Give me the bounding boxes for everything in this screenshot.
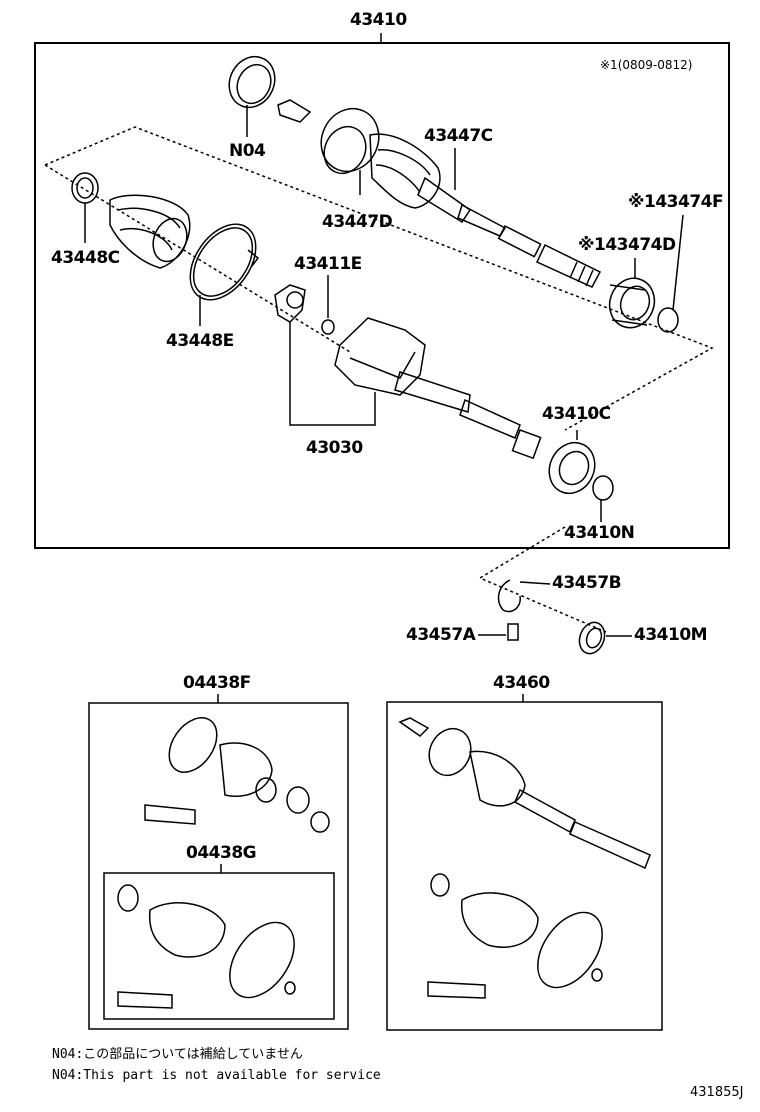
43410N-ring-part — [592, 475, 614, 522]
tripod-part — [274, 275, 376, 426]
note-japanese: N04:この部品については補給していません — [52, 1047, 303, 1062]
hub-parts — [478, 579, 632, 655]
43448C-clamp-part — [71, 172, 99, 243]
43410C-bearing-part — [548, 430, 596, 495]
43474-bearing-part — [608, 214, 684, 333]
label-43410M: 43410M — [634, 625, 708, 645]
n04-ring-part — [228, 55, 276, 137]
outer-joint-shaft-part — [277, 99, 602, 288]
43448E-band-part — [189, 223, 260, 326]
label-04438G: 04438G — [186, 843, 257, 863]
inner-joint-dashed-group — [44, 126, 714, 431]
inner-joint-housing-part — [334, 317, 542, 460]
note-english: N04:This part is not available for servi… — [52, 1068, 381, 1083]
kit-04438G-frame — [103, 872, 335, 1020]
label-43448C: 43448C — [51, 248, 120, 268]
label-43411E: 43411E — [294, 254, 362, 274]
label-N04: N04 — [229, 141, 266, 161]
label-43457B: 43457B — [552, 573, 622, 593]
label-43410N: 43410N — [564, 523, 635, 543]
kit-04438F-contents — [144, 717, 330, 833]
label-43447D: 43447D — [322, 212, 393, 232]
kit-43460-contents — [398, 717, 651, 999]
label-43410: 43410 — [350, 10, 407, 30]
kit-43460-frame — [386, 701, 663, 1031]
label-43030: 43030 — [306, 438, 363, 458]
assembly-43410-frame — [34, 42, 730, 549]
label-43410C: 43410C — [542, 404, 611, 424]
label-43460: 43460 — [493, 673, 550, 693]
label-04438F: 04438F — [183, 673, 251, 693]
kit-04438F-frame — [88, 702, 349, 1030]
label-43474D: ※143474D — [578, 235, 676, 255]
label-range-note: ※1(0809-0812) — [600, 58, 693, 72]
label-43474F: ※143474F — [628, 192, 724, 212]
inner-boot-part — [109, 194, 191, 269]
label-43457A: 43457A — [406, 625, 476, 645]
label-43447C: 43447C — [424, 126, 493, 146]
diagram-code: 431855J — [690, 1085, 744, 1100]
label-43448E: 43448E — [166, 331, 234, 351]
kit-04438G-contents — [117, 884, 296, 1009]
